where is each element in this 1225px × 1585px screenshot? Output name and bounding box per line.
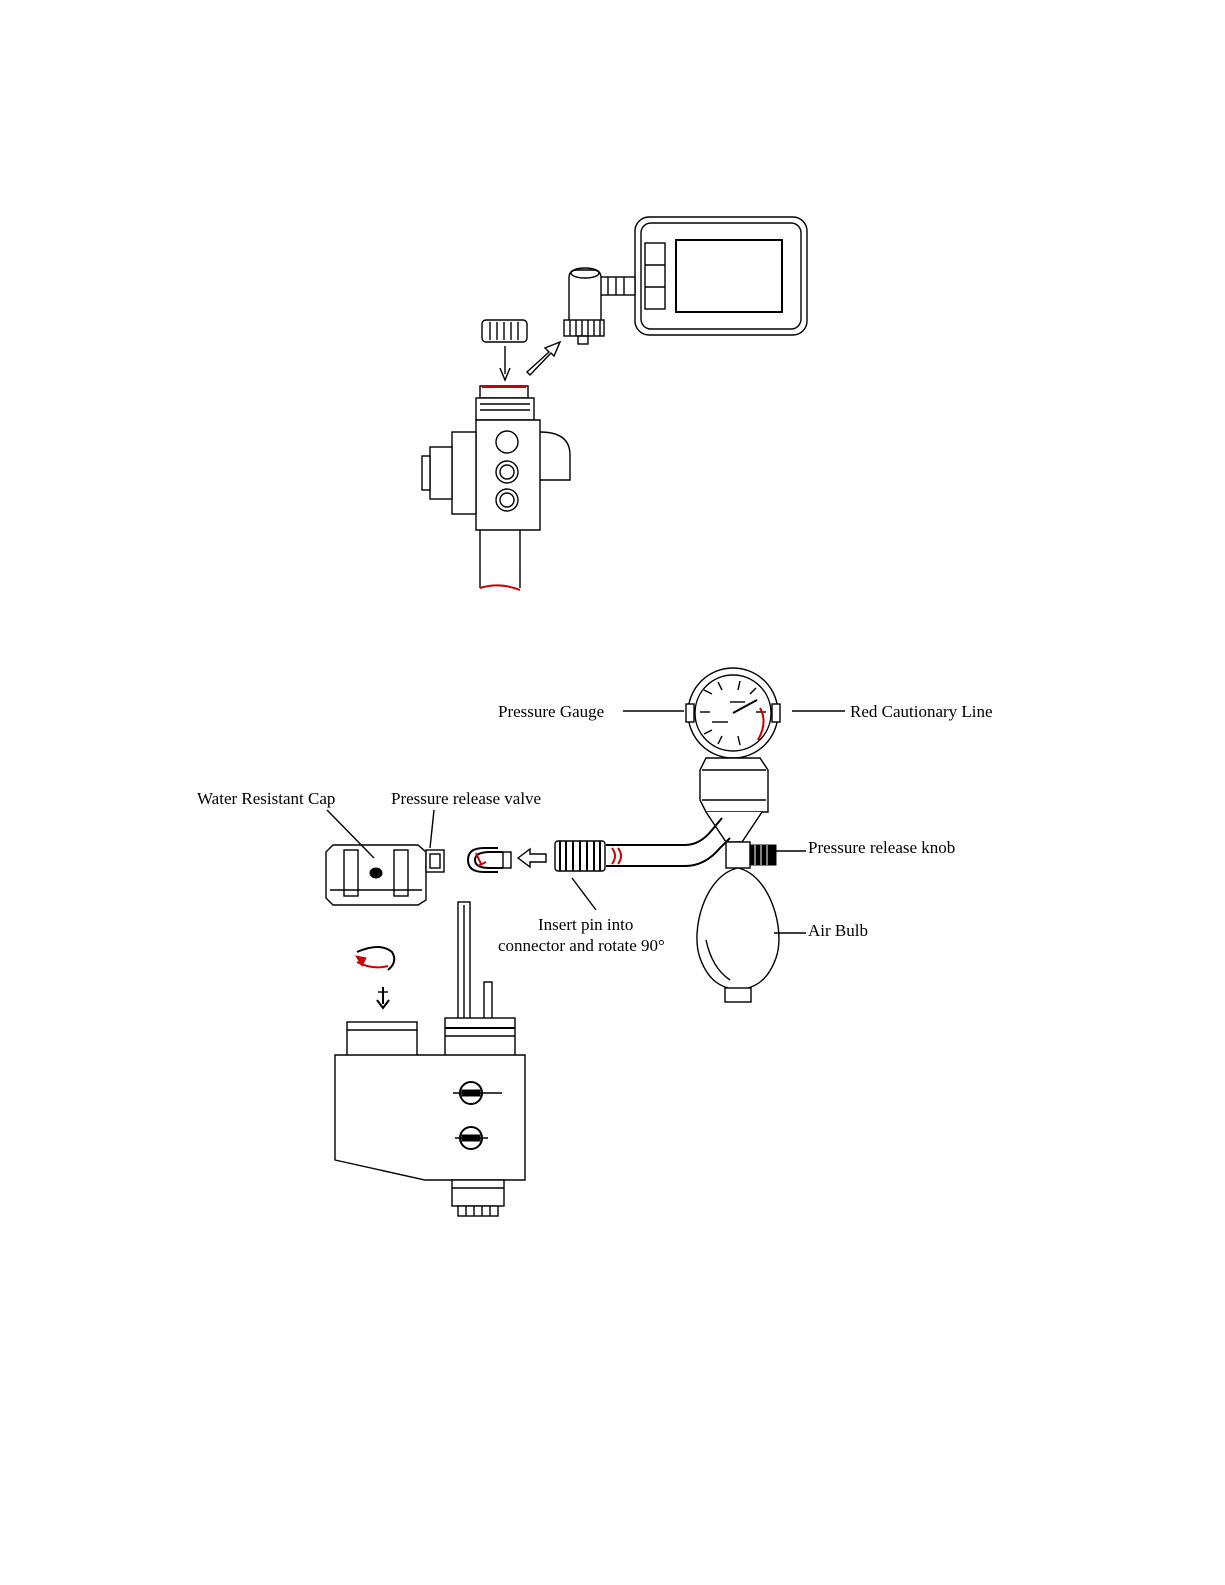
label-air-bulb: Air Bulb [808,921,868,940]
rotate-arrow-icon [356,947,394,970]
label-insert-pin-line2: connector and rotate 90° [498,936,665,955]
down-arrow-icon [500,346,510,380]
left-arrow-icon [518,849,546,867]
sensor-body [422,386,570,590]
label-pressure-release-knob: Pressure release knob [808,838,955,857]
diagonal-arrow-icon [527,342,560,375]
label-insert-pin-line1: Insert pin into [538,915,633,934]
water-resistant-cap [326,845,444,905]
pressure-gauge-assembly [686,668,780,1002]
bottom-figure: Pressure Gauge Red Cautionary Line Water… [197,668,993,1216]
diagram-labels: Pressure Gauge Red Cautionary Line Water… [197,702,993,955]
hose-connector [555,841,605,871]
label-red-cautionary-line: Red Cautionary Line [850,702,993,721]
label-water-resistant-cap: Water Resistant Cap [197,789,335,808]
top-figure [422,217,807,590]
device-connector [564,268,635,344]
label-pressure-gauge: Pressure Gauge [498,702,604,721]
air-hose [606,818,730,866]
small-down-arrow-icon [377,987,389,1008]
label-pressure-release-valve: Pressure release valve [391,789,541,808]
handheld-display-device [635,217,807,335]
retaining-pin [468,848,511,872]
top-cap [482,320,527,342]
